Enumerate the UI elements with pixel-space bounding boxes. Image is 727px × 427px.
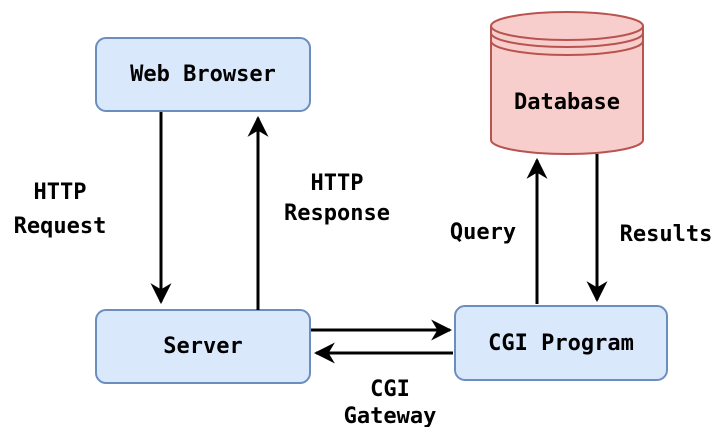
server-node: Server <box>95 309 311 384</box>
web-browser-box <box>95 37 311 112</box>
database-cylinder-body <box>490 26 644 155</box>
cgi-program-node: CGI Program <box>454 305 668 381</box>
web-browser-label: Web Browser <box>130 62 276 87</box>
database-node: Database <box>490 11 644 155</box>
http-request-label-line1: HTTP <box>34 180 87 205</box>
http-response-label-line1: HTTP <box>311 171 364 196</box>
database-cylinder-ring-1 <box>490 32 644 48</box>
database-cylinder-top <box>490 11 644 41</box>
server-box <box>95 309 311 384</box>
cgi-gateway-label-line2: Gateway <box>344 404 437 427</box>
cgi-gateway-label-line1: CGI <box>370 377 410 402</box>
server-label: Server <box>163 334 242 359</box>
http-request-label-line2: Request <box>14 214 107 239</box>
results-label: Results <box>620 222 713 247</box>
database-cylinder-ring-2 <box>490 40 644 56</box>
cgi-program-label: CGI Program <box>488 331 634 356</box>
query-label: Query <box>450 220 516 245</box>
web-browser-node: Web Browser <box>95 37 311 112</box>
database-label: Database <box>514 90 620 115</box>
cgi-program-box <box>454 305 668 381</box>
http-response-label-line2: Response <box>284 201 390 226</box>
